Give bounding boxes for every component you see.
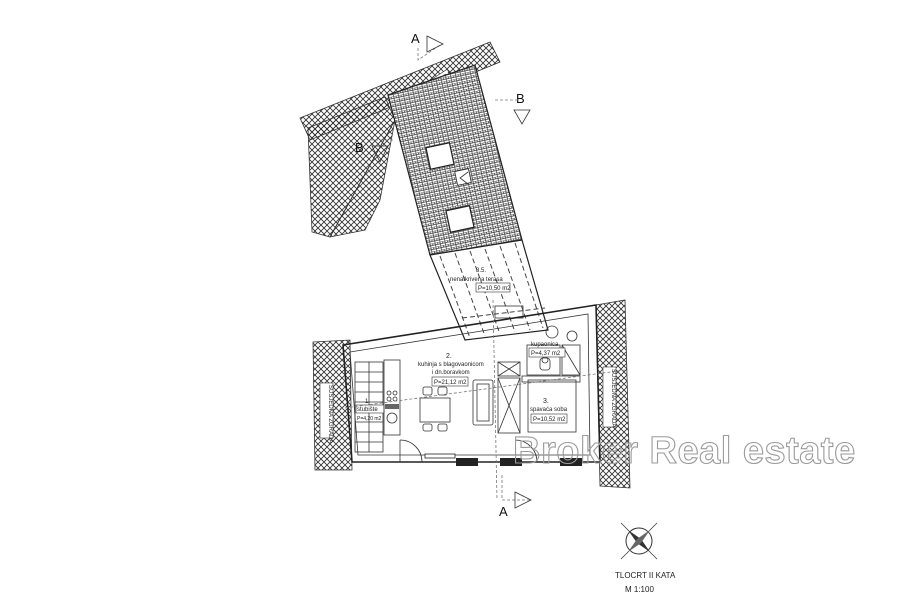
room-area-kitchen: P=21,12 m2 — [434, 380, 467, 386]
room-name-kitchen: kuhinja s blagovaonicom — [418, 362, 484, 368]
section-marker-b-right: B — [495, 91, 531, 125]
room-number-bedroom: 3. — [543, 398, 549, 405]
room-name-stairs: stubište — [357, 407, 378, 413]
skylight-1 — [425, 142, 455, 170]
room-name-terrace: nenatkrivena terasa — [450, 277, 503, 283]
room-area-bedroom: P=10,52 m2 — [533, 417, 566, 423]
slope-arrow-icon — [459, 171, 469, 185]
roof-tiled-area — [387, 64, 523, 256]
sofa — [472, 379, 494, 426]
section-marker-b-left: B — [355, 139, 393, 163]
window-1 — [424, 453, 456, 459]
room-number-kitchen: 2. — [446, 353, 452, 360]
neighbor-label-right: SUSJEDNA ZGRADA — [610, 369, 616, 427]
room-name-bedroom: spavaća soba — [530, 407, 568, 413]
kitchen-counter — [383, 359, 401, 436]
wardrobe — [497, 361, 521, 434]
section-marker-a-bottom: A — [499, 475, 532, 519]
compass-rose-icon — [620, 522, 658, 560]
room-area-bathroom: P=4,37 m2 — [531, 351, 561, 357]
svg-text:A: A — [411, 31, 420, 46]
room-number-terrace: 3.5. — [476, 268, 486, 274]
svg-text:B: B — [355, 140, 364, 155]
apartment-walls: 1. stubište P=4,20 m2 — [329, 299, 626, 501]
svg-text:B: B — [516, 91, 525, 106]
room-name-kitchen-2: i dn.boravkom — [432, 370, 470, 376]
bed — [527, 379, 577, 433]
neighbor-label-left: SUSJEDNA ZGRADA — [327, 385, 333, 443]
window-2 — [456, 458, 478, 466]
room-number-stairs: 1. — [365, 399, 370, 405]
neighbor-building-left: SUSJEDNA ZGRADA — [312, 339, 353, 471]
section-marker-a-top: A — [411, 31, 444, 61]
skylight-2 — [445, 205, 475, 233]
dining-table — [419, 386, 451, 432]
svg-text:A: A — [499, 504, 508, 519]
door-swing — [399, 439, 423, 463]
drawing-scale: M 1:100 — [625, 585, 654, 594]
room-area-terrace: P=10,50 m2 — [478, 286, 511, 292]
room-area-stairs: P=4,20 m2 — [357, 416, 382, 422]
door-swing-bedroom — [514, 439, 538, 463]
terrace: 3.5. nenatkrivena terasa P=10,50 m2 — [429, 239, 549, 341]
staircase: 1. stubište P=4,20 m2 — [354, 361, 385, 453]
window-3 — [500, 458, 522, 466]
drawing-title: TLOCRT II KATA — [615, 571, 676, 580]
watermark-text: Broker Real estate — [513, 430, 856, 472]
neighbor-building-right: SUSJEDNA ZGRADA — [595, 299, 631, 489]
room-name-bathroom: kupaonica — [531, 342, 559, 348]
window-4 — [560, 458, 582, 466]
